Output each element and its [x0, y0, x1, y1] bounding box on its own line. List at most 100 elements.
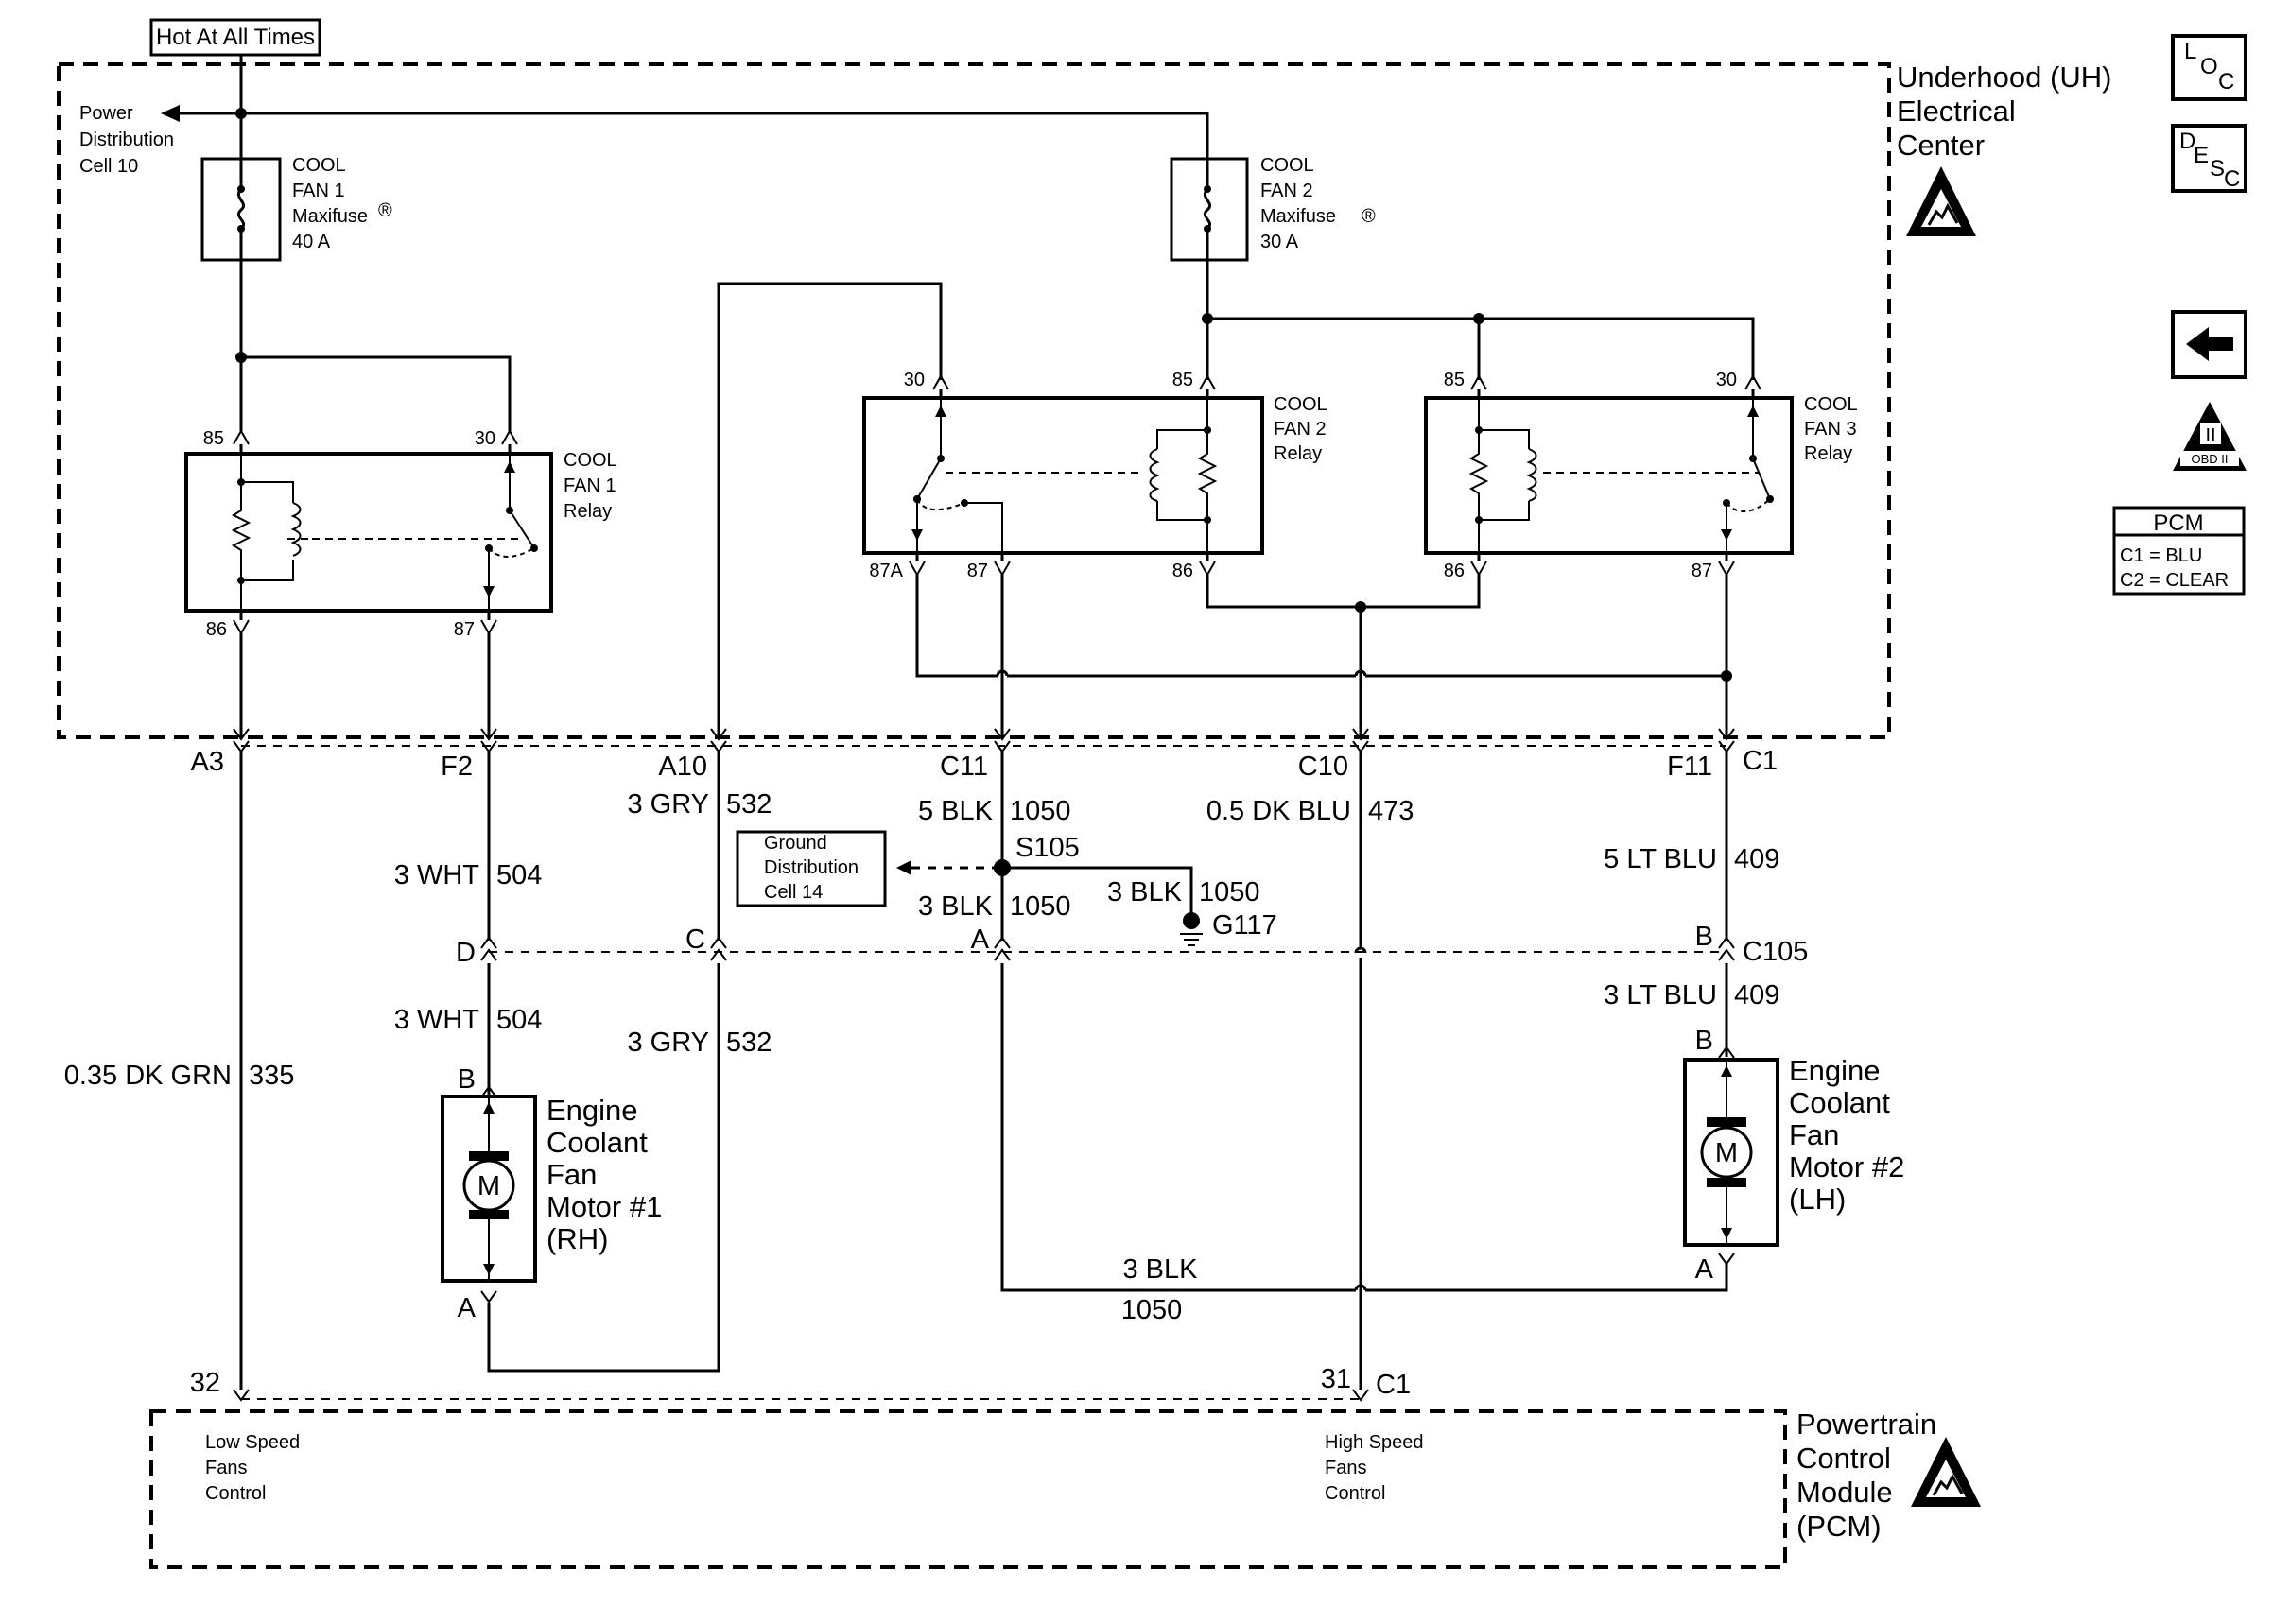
relay1-pin-86: 86	[206, 619, 227, 640]
pcm-high-speed-label-2: Fans	[1325, 1458, 1366, 1478]
relay2-pin-86-terminal-icon	[1199, 561, 1216, 578]
c105-pin-c: C	[685, 924, 705, 955]
wire-3-blk-c-label: 3 BLK	[1107, 877, 1183, 907]
relay1-pin-86-terminal-icon	[233, 619, 250, 636]
pcm-high-speed-label-1: High Speed	[1325, 1432, 1424, 1453]
relay2-pin-87: 87	[967, 561, 988, 581]
svg-text:PCM: PCM	[2153, 510, 2203, 536]
pcm-connector-legend: PCM C1 = BLU C2 = CLEAR	[2112, 506, 2246, 596]
pcm-low-speed-label-1: Low Speed	[205, 1432, 300, 1453]
svg-text:C1 = BLU: C1 = BLU	[2120, 545, 2202, 566]
relay1-pin-87: 87	[454, 619, 475, 640]
hot-at-all-times-box	[149, 18, 321, 57]
svg-text:E: E	[2194, 143, 2209, 168]
relay2-pin-30: 30	[904, 370, 925, 390]
relay3-label-1: COOL	[1804, 394, 1858, 415]
c105-pin-d: D	[456, 938, 476, 968]
wire-3-gry-b-label: 3 GRY	[627, 1028, 709, 1058]
ground-distribution-box	[736, 830, 887, 907]
fuse-2-registered-mark: ®	[1362, 206, 1376, 227]
motor2-pin-b: B	[1695, 1026, 1713, 1056]
wire-5-lt-blu-label: 5 LT BLU	[1604, 844, 1717, 874]
relay-cool-fan-1	[184, 452, 553, 613]
wire-3-blk-d-label: 3 BLK	[1123, 1254, 1199, 1285]
wire-3-wht-b-label: 3 WHT	[394, 1005, 480, 1035]
motor1-label-4: Motor #1	[547, 1190, 662, 1223]
fuse-2-element-icon	[1203, 159, 1212, 260]
uh-pin-c11: C11	[940, 752, 988, 782]
svg-text:O: O	[2200, 54, 2218, 79]
fuse-1-label-1: COOL	[292, 155, 346, 176]
uh-pin-a10: A10	[658, 752, 707, 782]
svg-text:C: C	[2224, 166, 2240, 192]
ground-distribution-arrow-icon	[896, 860, 911, 875]
fuse-2-label-3: Maxifuse	[1260, 206, 1336, 227]
wire-3-blk-b-label: 3 BLK	[918, 891, 994, 922]
motor1-label-2: Coolant	[547, 1126, 648, 1159]
motor2-label-4: Motor #2	[1789, 1150, 1904, 1183]
fuse-1-element-icon	[236, 159, 246, 260]
wire-5-blk-label: 5 BLK	[918, 796, 994, 826]
relay3-pin-85-terminal-icon	[1470, 373, 1487, 390]
pcm-high-speed-label-3: Control	[1325, 1483, 1385, 1504]
relay2-pin-87-terminal-icon	[994, 561, 1011, 578]
wire-3-gry-a-label: 3 GRY	[627, 789, 709, 820]
motor2-symbol-icon: M	[1700, 1060, 1753, 1245]
desc-button[interactable]: D E S C	[2171, 124, 2247, 193]
wire-409-b-label: 409	[1734, 980, 1779, 1011]
relay1-label-3: Relay	[564, 501, 612, 522]
relay1-label-2: FAN 1	[564, 475, 616, 496]
relay3-pin-87: 87	[1692, 561, 1712, 581]
motor1-pin-b: B	[458, 1064, 476, 1095]
pcm-label-1: Powertrain	[1796, 1408, 1936, 1441]
back-button[interactable]	[2171, 310, 2247, 379]
ground-distribution-label-1: Ground	[764, 833, 827, 854]
svg-text:D: D	[2179, 129, 2195, 154]
fuse-2-label-4: 30 A	[1260, 232, 1299, 252]
relay2-pin-87a: 87A	[869, 561, 903, 581]
wire-3-lt-blu-label: 3 LT BLU	[1604, 980, 1717, 1011]
relay1-pin-30: 30	[475, 428, 495, 449]
c105-terminals-icon	[480, 936, 1735, 961]
relay3-pin-87-terminal-icon	[1718, 561, 1735, 578]
fuse-1-label-3: Maxifuse	[292, 206, 368, 227]
pcm-low-speed-label-3: Control	[205, 1483, 266, 1504]
wire-335-label: 335	[249, 1061, 294, 1091]
c105-pin-b: B	[1695, 922, 1713, 952]
motor1-symbol-icon: M	[462, 1097, 515, 1281]
wire-473-label: 473	[1368, 796, 1414, 826]
relay2-label-1: COOL	[1274, 394, 1327, 415]
relay3-label-2: FAN 3	[1804, 419, 1857, 440]
wire-409-a-label: 409	[1734, 844, 1779, 874]
svg-text:OBD II: OBD II	[2191, 452, 2228, 466]
relay2-switch-icon	[911, 398, 1144, 553]
svg-text:C2 = CLEAR: C2 = CLEAR	[2120, 570, 2229, 591]
uh-pin-f2: F2	[441, 752, 473, 782]
c105-pin-a: A	[971, 924, 990, 955]
relay3-pin-30-terminal-icon	[1744, 373, 1761, 390]
svg-text:M: M	[1715, 1138, 1738, 1168]
wire-035-dk-grn-label: 0.35 DK GRN	[64, 1061, 232, 1091]
wire-1050-a-label: 1050	[1010, 796, 1071, 826]
power-distribution-label-2: Distribution	[79, 130, 174, 150]
loc-button[interactable]: L O C	[2171, 34, 2247, 101]
uh-pin-c10: C10	[1298, 752, 1348, 782]
pcm-label-3: Module	[1796, 1476, 1893, 1509]
svg-text:C: C	[2218, 69, 2234, 95]
svg-text:L: L	[2184, 39, 2196, 64]
wire-504-a-label: 504	[496, 860, 542, 890]
uh-center-label-3: Center	[1897, 129, 1985, 162]
relay1-coil-icon	[231, 454, 520, 611]
pcm-label-4: (PCM)	[1796, 1510, 1882, 1543]
relay3-pin-30: 30	[1716, 370, 1737, 390]
relay1-pin-30-terminal-icon	[501, 428, 518, 445]
powertrain-control-module-boundary	[149, 1409, 1787, 1569]
ground-g117-label: G117	[1212, 910, 1277, 941]
motor2-label-1: Engine	[1789, 1054, 1881, 1087]
uh-center-label-1: Underhood (UH)	[1897, 60, 2111, 94]
relay2-label-2: FAN 2	[1274, 419, 1327, 440]
pcm-pin-31: 31	[1321, 1364, 1351, 1394]
uh-pin-a3: A3	[191, 747, 224, 777]
relay-cool-fan-3	[1424, 396, 1794, 555]
